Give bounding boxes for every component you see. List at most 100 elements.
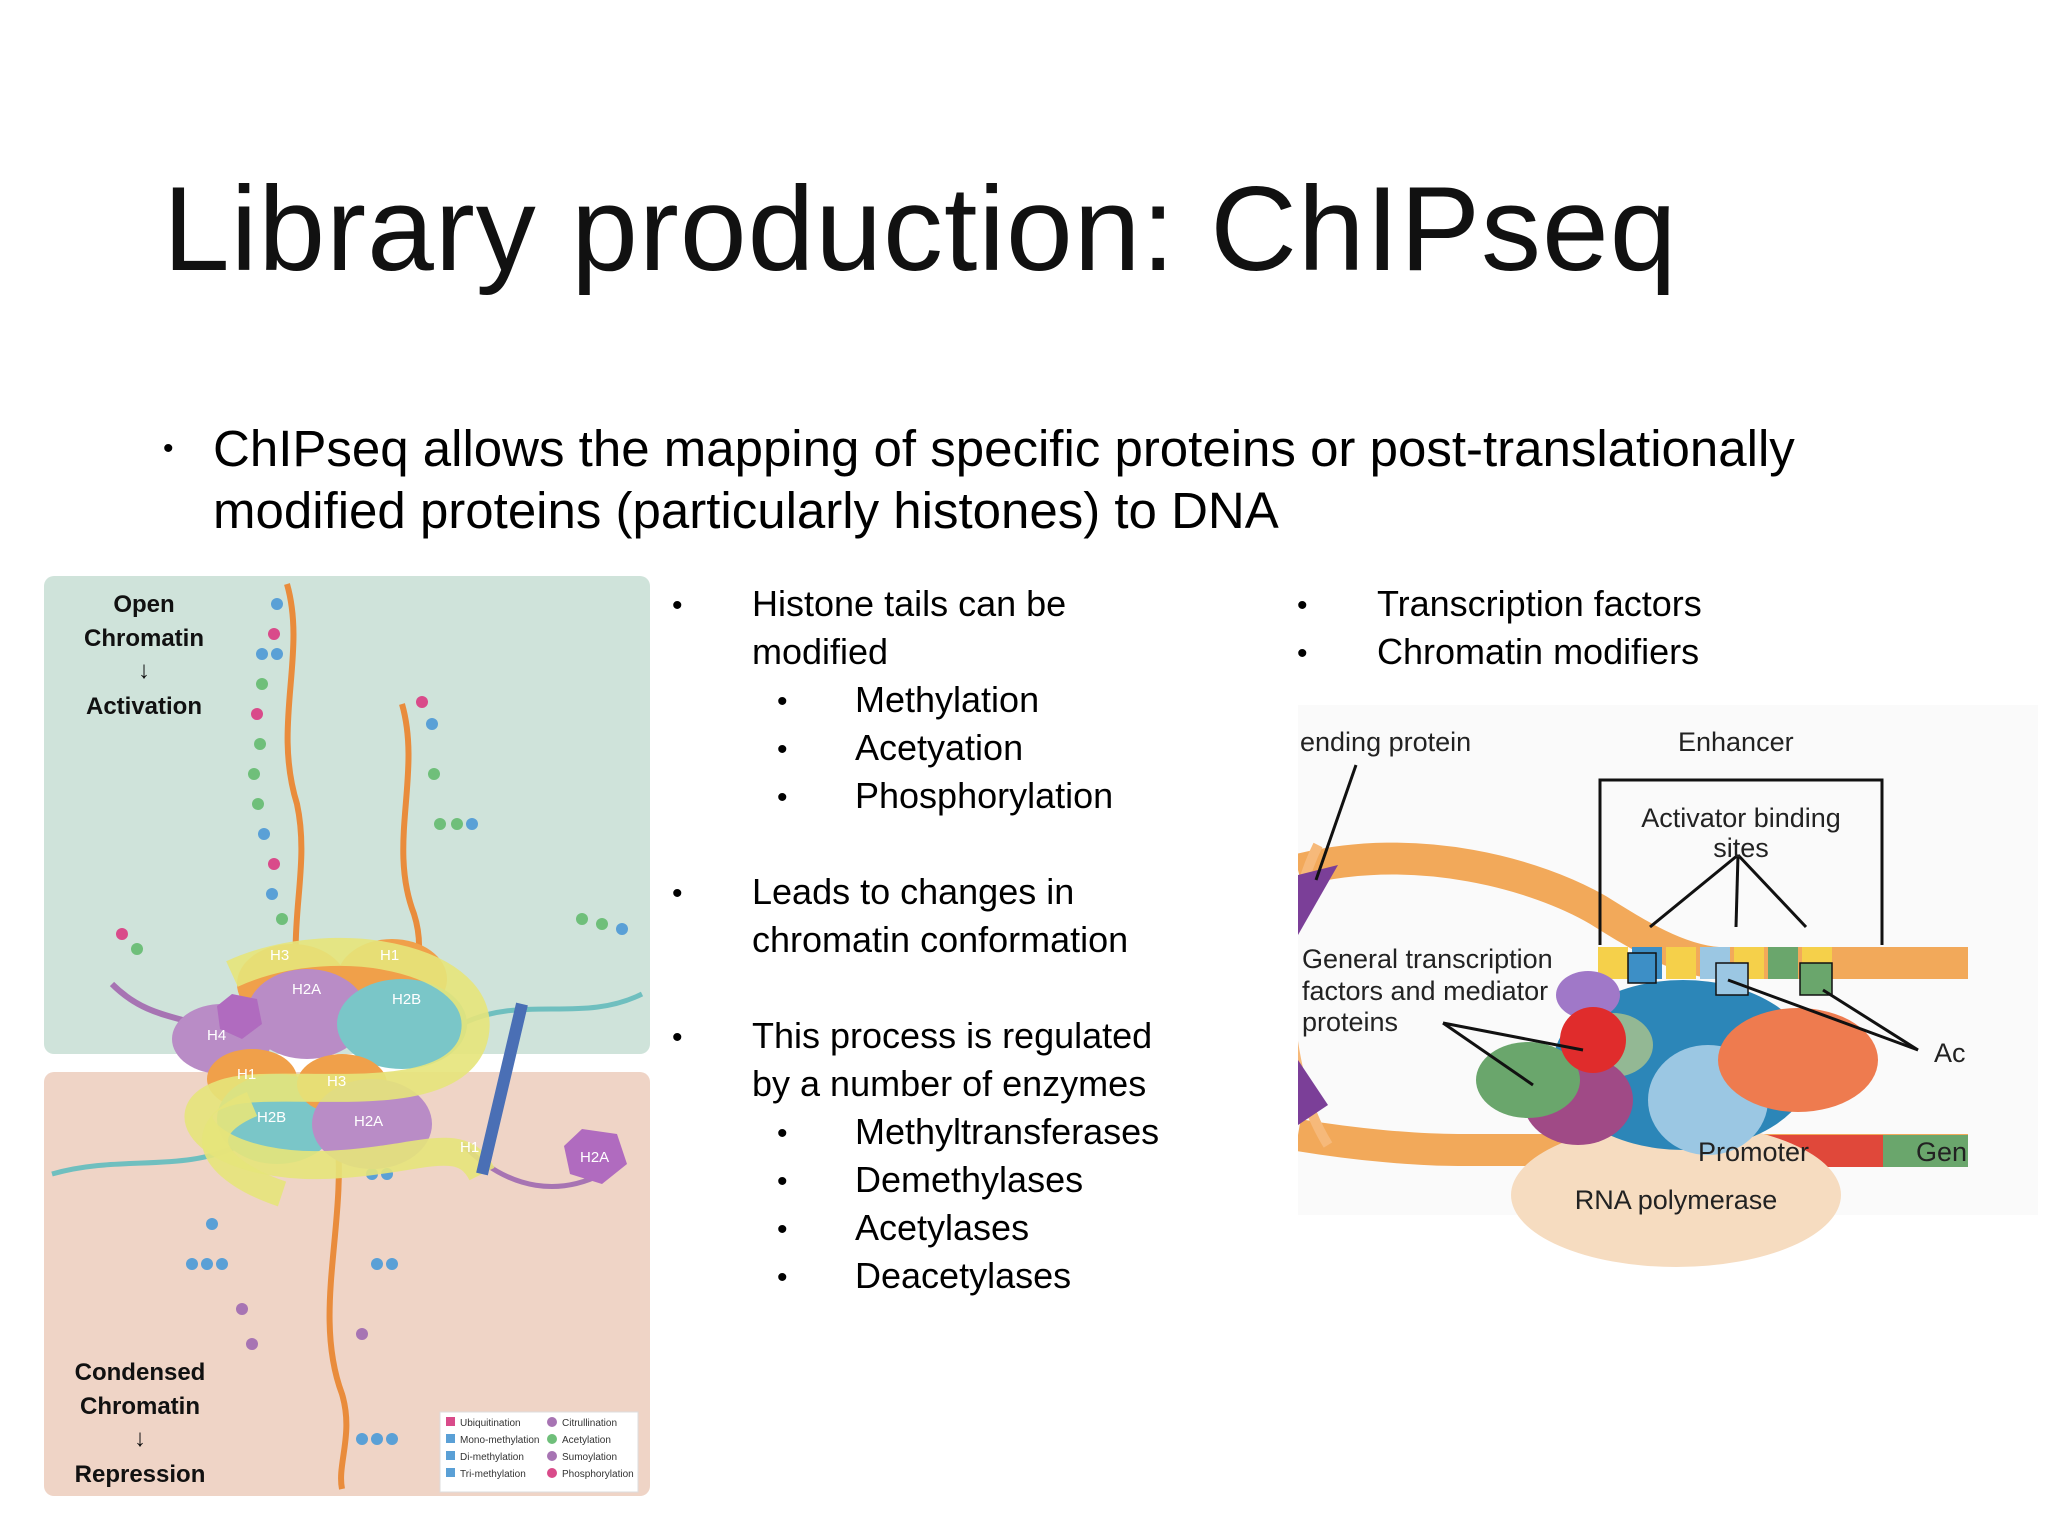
modification-legend — [439, 1411, 639, 1493]
transcription-factor-figure: ending protein Enhancer Activator bindin… — [1298, 705, 2038, 1267]
histone-label: H2A — [292, 981, 321, 998]
bullet-dot: • — [1297, 637, 1308, 670]
histone-label: H2A — [354, 1113, 383, 1130]
legend-citrullination: Citrullination — [562, 1418, 617, 1429]
sub-item-acetylases: Acetylases — [855, 1207, 1030, 1248]
bending-protein-shape-top — [1298, 865, 1338, 935]
histone-label: H1 — [460, 1139, 479, 1156]
bullet-regulated-line1: This process is regulated — [752, 1015, 1153, 1056]
legend-phosphorylation: Phosphorylation — [562, 1469, 634, 1480]
factor-purple-small — [1556, 971, 1620, 1019]
gtf-label: factors and mediator — [1302, 976, 1548, 1006]
main-bullet-text: ChIPseq allows the mapping of specific p… — [213, 420, 1795, 539]
histone-label: H2A — [580, 1149, 609, 1166]
gtf-label: proteins — [1302, 1007, 1398, 1037]
bending-pointer — [1314, 764, 1358, 881]
histone-label: H2B — [257, 1109, 286, 1126]
bullet-chromatin-changes-line1: Leads to changes in — [752, 871, 1075, 912]
pointer-line — [1649, 853, 1739, 929]
bullet-dot: • — [1297, 589, 1308, 622]
sub-item-phosphorylation: Phosphorylation — [855, 775, 1114, 816]
condensed-label-line: Condensed — [75, 1359, 206, 1386]
legend-sumoylation: Sumoylation — [562, 1452, 617, 1463]
sub-bullet-dot: • — [777, 685, 788, 718]
dna-wrap-2 — [202, 1092, 287, 1207]
condensed-chromatin-panel — [44, 1072, 650, 1496]
bending-protein-label: ending protein — [1300, 727, 1471, 757]
histone-modification-figure: H3 H2A H1 H2B H4 H1 H3 H2B H2A H1 H2A Op… — [44, 576, 650, 1496]
histone-teal-top — [337, 979, 467, 1069]
middle-bullet-column: • Histone tails can be modified • Methyl… — [672, 580, 1272, 1300]
activator-green — [1799, 962, 1833, 996]
gene-label: Gen — [1916, 1137, 1967, 1167]
activators-label: Ac — [1934, 1038, 1966, 1068]
enhancer-label: Enhancer — [1678, 727, 1794, 757]
histone-label: H3 — [270, 947, 289, 964]
histone-label: H2B — [392, 991, 421, 1008]
open-chromatin-panel — [44, 576, 650, 1054]
gene-segment — [1883, 1135, 1968, 1167]
histone-label: H3 — [327, 1073, 346, 1090]
activator-orange — [1718, 1008, 1878, 1112]
histone-h2a-hexagon — [564, 1129, 627, 1184]
bullet-dot: • — [672, 1021, 683, 1054]
activator-sites-label: sites — [1713, 833, 1769, 863]
activator-blue — [1627, 952, 1657, 984]
dna-wrap — [184, 937, 495, 1182]
histone-label: H4 — [207, 1027, 226, 1044]
sub-bullet-dot: • — [777, 781, 788, 814]
enhancer-bracket — [1598, 778, 1884, 945]
activator-sites-label: Activator binding — [1641, 803, 1841, 833]
slide-title: Library production: ChIPseq — [163, 162, 1678, 296]
legend-tri-methylation: Tri-methylation — [460, 1469, 526, 1480]
open-label-arrow: ↓ — [138, 657, 150, 684]
right-bullet-column: • Transcription factors • Chromatin modi… — [1297, 580, 1897, 690]
sub-item-acetyation: Acetyation — [855, 727, 1024, 768]
pointer-line — [1734, 854, 1740, 928]
item-chromatin-modifiers: Chromatin modifiers — [1377, 631, 1700, 672]
histone-labels: H3 H2A H1 H2B H4 H1 H3 H2B H2A H1 H2A — [207, 947, 609, 1166]
histone-label: H1 — [237, 1066, 256, 1083]
gtf-pointer — [1442, 1021, 1534, 1087]
legend-di-methylation: Di-methylation — [460, 1452, 524, 1463]
sub-bullet-dot: • — [777, 1213, 788, 1246]
bullet-dot: • — [672, 877, 683, 910]
legend-acetylation: Acetylation — [562, 1435, 611, 1446]
rna-polymerase — [1511, 1123, 1841, 1267]
sub-bullet-dot: • — [777, 1165, 788, 1198]
activator-pointer — [1822, 988, 1919, 1052]
promoter-label: Promoter — [1698, 1137, 1809, 1167]
tf-figure-labels: ending protein Enhancer Activator bindin… — [1300, 727, 1967, 1215]
sub-bullet-dot: • — [777, 1261, 788, 1294]
sub-item-methyltransferases: Methyltransferases — [855, 1111, 1160, 1152]
legend-ubiquitination: Ubiquitination — [460, 1418, 521, 1429]
item-transcription-factors: Transcription factors — [1377, 583, 1702, 624]
histone-tail-lower-left — [326, 1133, 350, 1490]
bending-protein-shape-bottom — [1298, 1060, 1328, 1125]
bullet-dot: • — [163, 432, 174, 465]
activator-lightblue — [1715, 962, 1749, 996]
legend-entries: Ubiquitination Mono-methylation Di-methy… — [446, 1417, 634, 1480]
bullet-regulated-line2: by a number of enzymes — [752, 1063, 1147, 1104]
open-chromatin-label: Open Chromatin ↓ Activation — [84, 591, 204, 720]
histone-purple-top — [247, 969, 367, 1059]
sub-item-demethylases: Demethylases — [855, 1159, 1084, 1200]
open-label-line: Chromatin — [84, 625, 204, 652]
sub-bullet-dot: • — [777, 1117, 788, 1150]
open-label-line: Activation — [86, 693, 202, 720]
bullet-dot: • — [672, 589, 683, 622]
linker-histone-h1 — [476, 1002, 528, 1176]
gtf-pointer — [1442, 1021, 1584, 1052]
modification-markers-upper — [116, 598, 628, 955]
condensed-label-line: Chromatin — [80, 1393, 200, 1420]
rna-polymerase-label: RNA polymerase — [1575, 1185, 1778, 1215]
factor-red — [1560, 1007, 1626, 1073]
bullet-histone-tails-line2: modified — [752, 631, 889, 672]
legend-mono-methylation: Mono-methylation — [460, 1435, 539, 1446]
sub-item-methylation: Methylation — [855, 679, 1040, 720]
condensed-label-line: Repression — [75, 1461, 206, 1488]
open-label-line: Open — [113, 591, 174, 618]
activator-pointer — [1727, 978, 1919, 1052]
histone-label: H1 — [380, 947, 399, 964]
condensed-label-arrow: ↓ — [134, 1425, 146, 1452]
